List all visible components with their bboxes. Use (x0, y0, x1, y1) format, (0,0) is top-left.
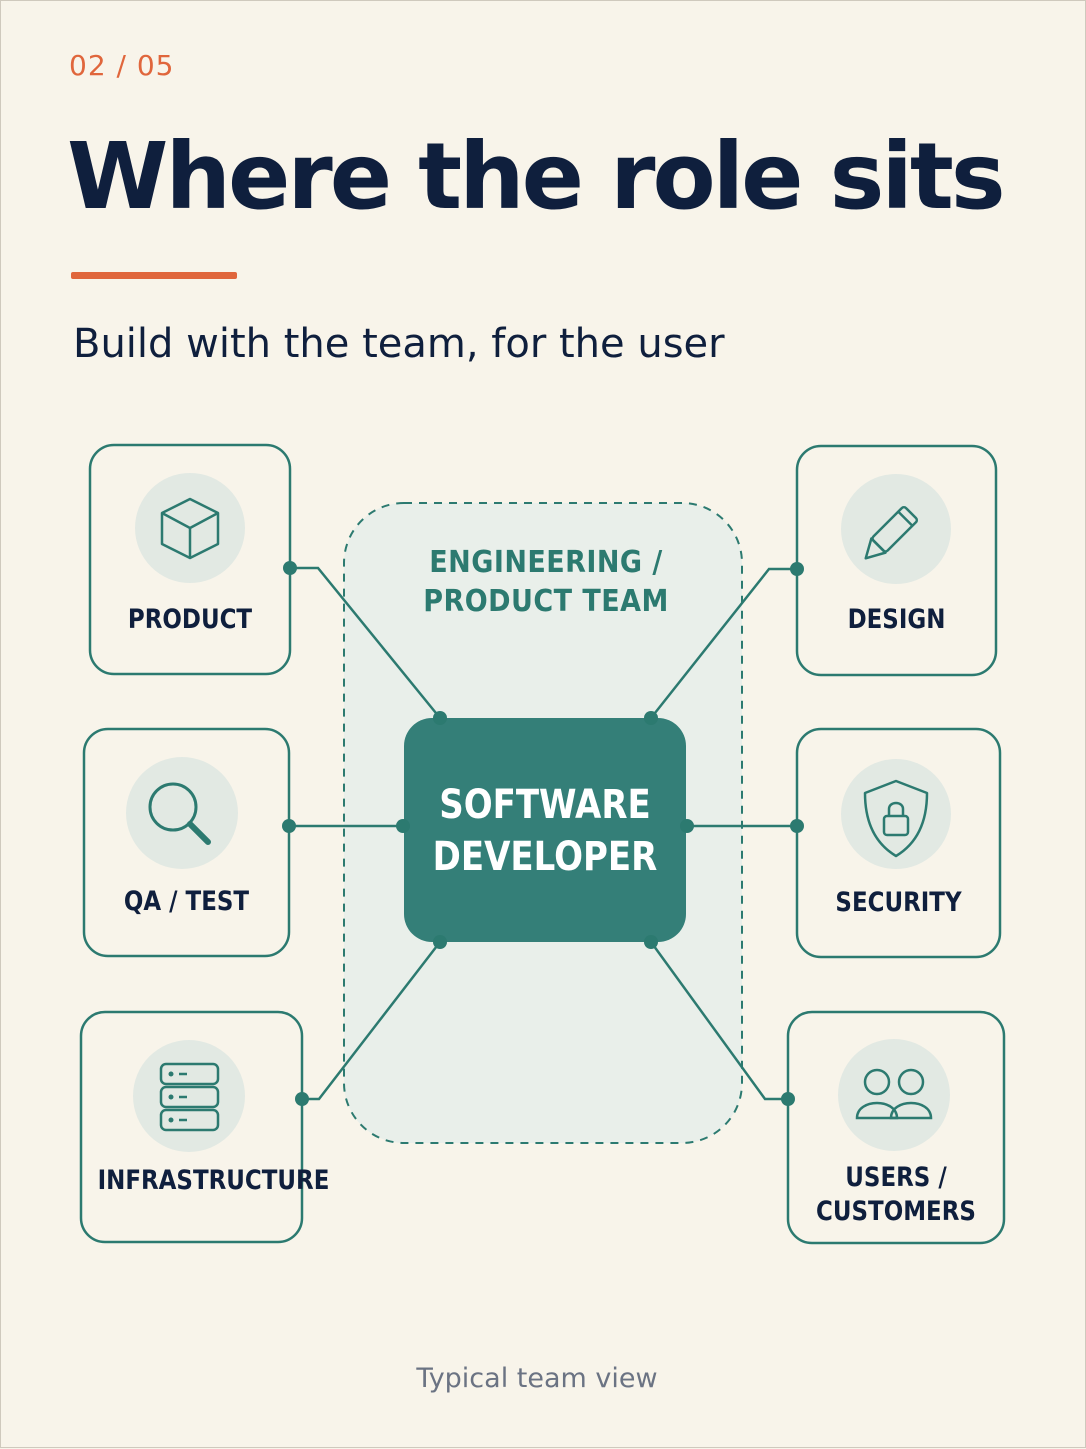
node-label-users-customers: USERS / CUSTOMERS (816, 1162, 976, 1227)
page-counter: 02 / 05 (69, 49, 175, 82)
center-node-label: SOFTWARE DEVELOPER (432, 782, 658, 880)
users-icon (855, 1068, 933, 1120)
node-label-design: DESIGN (847, 604, 946, 635)
connector-design (650, 567, 797, 719)
title-underline (71, 272, 237, 279)
center-node (404, 718, 686, 942)
shield-lock-icon (863, 779, 929, 858)
caption: Typical team view (416, 1363, 658, 1394)
magnifier-icon (148, 782, 211, 845)
node-label-product: PRODUCT (127, 604, 253, 635)
page-title: Where the role sits (67, 123, 1006, 230)
server-icon (159, 1062, 220, 1132)
team-label: ENGINEERING / PRODUCT TEAM (423, 545, 669, 619)
node-label-infrastructure: INFRASTRUCTURE (97, 1165, 330, 1196)
node-label-security: SECURITY (835, 887, 962, 918)
connector-product (290, 566, 441, 719)
pencil-icon (864, 505, 919, 560)
page-subtitle: Build with the team, for the user (73, 321, 725, 367)
cube-icon (160, 497, 220, 560)
node-label-qa-test: QA / TEST (123, 886, 250, 917)
connector-users (649, 941, 788, 1101)
